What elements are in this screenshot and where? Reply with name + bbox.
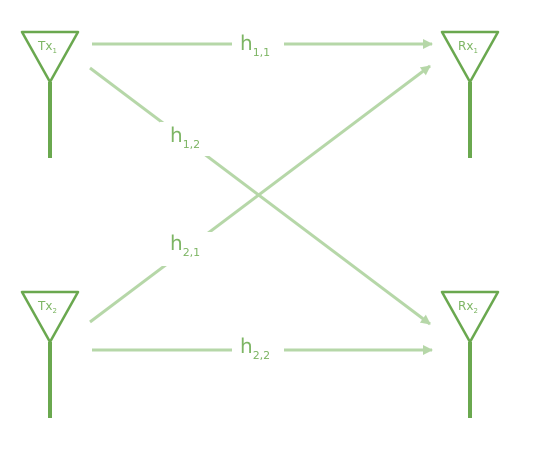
channel-label-h11: h1,1	[240, 31, 270, 59]
h22-label-bg	[232, 334, 284, 368]
antenna-tx2-label: Tx2	[37, 299, 57, 315]
antenna-rx1-icon	[440, 30, 500, 84]
h12-label-bg	[160, 122, 216, 156]
arrow-h12	[89, 66, 431, 326]
antenna-rx2-label: Rx2	[458, 299, 478, 315]
channel-label-h22: h2,2	[240, 334, 270, 362]
h21-label-bg	[162, 232, 216, 266]
antenna-tx1: Tx1	[20, 30, 80, 158]
antenna-tx2-icon	[20, 290, 80, 344]
antenna-rx1: Rx1	[440, 30, 500, 158]
channel-label-h12: h1,2	[170, 123, 200, 151]
antenna-tx2: Tx2	[20, 290, 80, 418]
channel-label-h21: h2,1	[170, 231, 200, 259]
antenna-tx1-icon	[20, 30, 80, 84]
antenna-rx1-label: Rx1	[458, 39, 478, 55]
antenna-rx2: Rx2	[440, 290, 500, 418]
antenna-rx2-icon	[440, 290, 500, 344]
h11-label-bg	[232, 28, 284, 62]
arrow-h21	[89, 64, 431, 324]
antenna-tx1-label: Tx1	[37, 39, 57, 55]
